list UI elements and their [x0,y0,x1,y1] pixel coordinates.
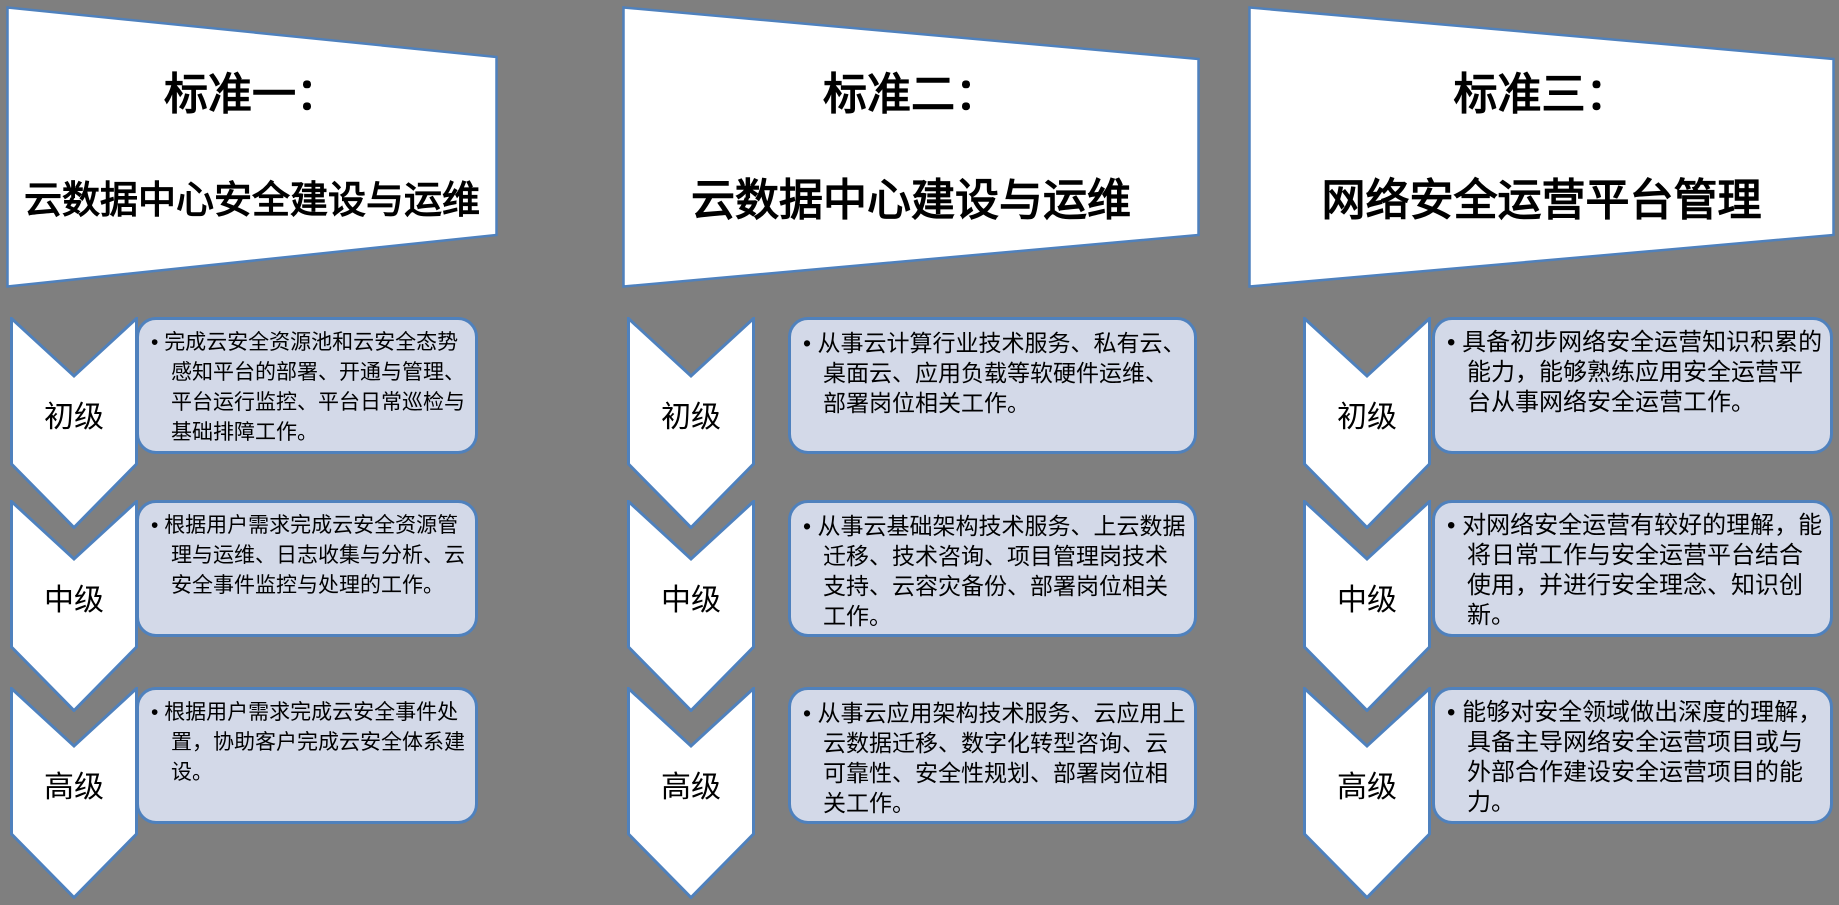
duty-text: 具备初步网络安全运营知识积累的能力，能够熟练应用安全运营平台从事网络安全运营工作… [1435,320,1830,422]
level-chevron-junior: 初级 [10,317,138,529]
duty-text: 能够对安全领域做出深度的理解，具备主导网络安全运营项目或与外部合作建设安全运营项… [1435,690,1830,822]
duty-text: 从事云计算行业技术服务、私有云、桌面云、应用负载等软硬件运维、部署岗位相关工作。 [791,320,1194,422]
level-label: 初级 [661,401,721,434]
duty-text: 对网络安全运营有较好的理解，能将日常工作与安全运营平台结合使用，并进行安全理念、… [1435,503,1830,635]
pennant-shape [622,6,1200,288]
level-label: 初级 [44,401,104,434]
standard1-header: 标准一： 云数据中心安全建设与运维 [6,6,498,288]
standard3-subtitle: 网络安全运营平台管理 [1321,176,1762,225]
duty-box: 从事云应用架构技术服务、云应用上云数据迁移、数字化转型咨询、云可靠性、安全性规划… [788,687,1197,824]
level-label: 中级 [661,584,721,617]
chevron-down-shape [627,317,755,529]
chevron-down-shape [1303,687,1431,899]
duty-box: 完成云安全资源池和云安全态势感知平台的部署、开通与管理、平台运行监控、平台日常巡… [136,317,478,454]
duty-box: 根据用户需求完成云安全事件处置，协助客户完成云安全体系建设。 [136,687,478,824]
chevron-down-shape [1303,317,1431,529]
duty-box: 能够对安全领域做出深度的理解，具备主导网络安全运营项目或与外部合作建设安全运营项… [1432,687,1833,824]
level-chevron-junior: 初级 [1303,317,1431,529]
pennant-shape [1248,6,1835,288]
duty-text: 从事云应用架构技术服务、云应用上云数据迁移、数字化转型咨询、云可靠性、安全性规划… [791,690,1194,822]
duty-text: 完成云安全资源池和云安全态势感知平台的部署、开通与管理、平台运行监控、平台日常巡… [139,320,475,452]
duty-box: 对网络安全运营有较好的理解，能将日常工作与安全运营平台结合使用，并进行安全理念、… [1432,500,1833,637]
chevron-down-shape [10,500,138,712]
level-chevron-intermediate: 中级 [1303,500,1431,712]
chevron-down-shape [10,317,138,529]
standard2-header: 标准二： 云数据中心建设与运维 [622,6,1200,288]
level-label: 高级 [661,771,721,804]
level-label: 高级 [1337,771,1397,804]
duty-box: 具备初步网络安全运营知识积累的能力，能够熟练应用安全运营平台从事网络安全运营工作… [1432,317,1833,454]
level-chevron-senior: 高级 [627,687,755,899]
chevron-down-shape [1303,500,1431,712]
level-label: 中级 [44,584,104,617]
standard3-header: 标准三： 网络安全运营平台管理 [1248,6,1835,288]
level-label: 中级 [1337,584,1397,617]
duty-text: 根据用户需求完成云安全资源管理与运维、日志收集与分析、云安全事件监控与处理的工作… [139,503,475,605]
standard2-subtitle: 云数据中心建设与运维 [691,176,1131,225]
duty-box: 从事云基础架构技术服务、上云数据迁移、技术咨询、项目管理岗技术支持、云容灾备份、… [788,500,1197,637]
level-label: 初级 [1337,401,1397,434]
standard1-title: 标准一： [164,70,340,119]
level-chevron-junior: 初级 [627,317,755,529]
level-chevron-intermediate: 中级 [10,500,138,712]
duty-text: 从事云基础架构技术服务、上云数据迁移、技术咨询、项目管理岗技术支持、云容灾备份、… [791,503,1194,635]
duty-box: 根据用户需求完成云安全资源管理与运维、日志收集与分析、云安全事件监控与处理的工作… [136,500,478,637]
standard3-title: 标准三： [1453,70,1630,119]
level-chevron-senior: 高级 [10,687,138,899]
standard2-title: 标准二： [823,70,999,119]
duty-box: 从事云计算行业技术服务、私有云、桌面云、应用负载等软硬件运维、部署岗位相关工作。 [788,317,1197,454]
chevron-down-shape [627,687,755,899]
chevron-down-shape [10,687,138,899]
standard1-subtitle: 云数据中心安全建设与运维 [23,180,480,222]
level-chevron-senior: 高级 [1303,687,1431,899]
chevron-down-shape [627,500,755,712]
level-label: 高级 [44,771,104,804]
pennant-shape [6,6,498,288]
level-chevron-intermediate: 中级 [627,500,755,712]
duty-text: 根据用户需求完成云安全事件处置，协助客户完成云安全体系建设。 [139,690,475,792]
